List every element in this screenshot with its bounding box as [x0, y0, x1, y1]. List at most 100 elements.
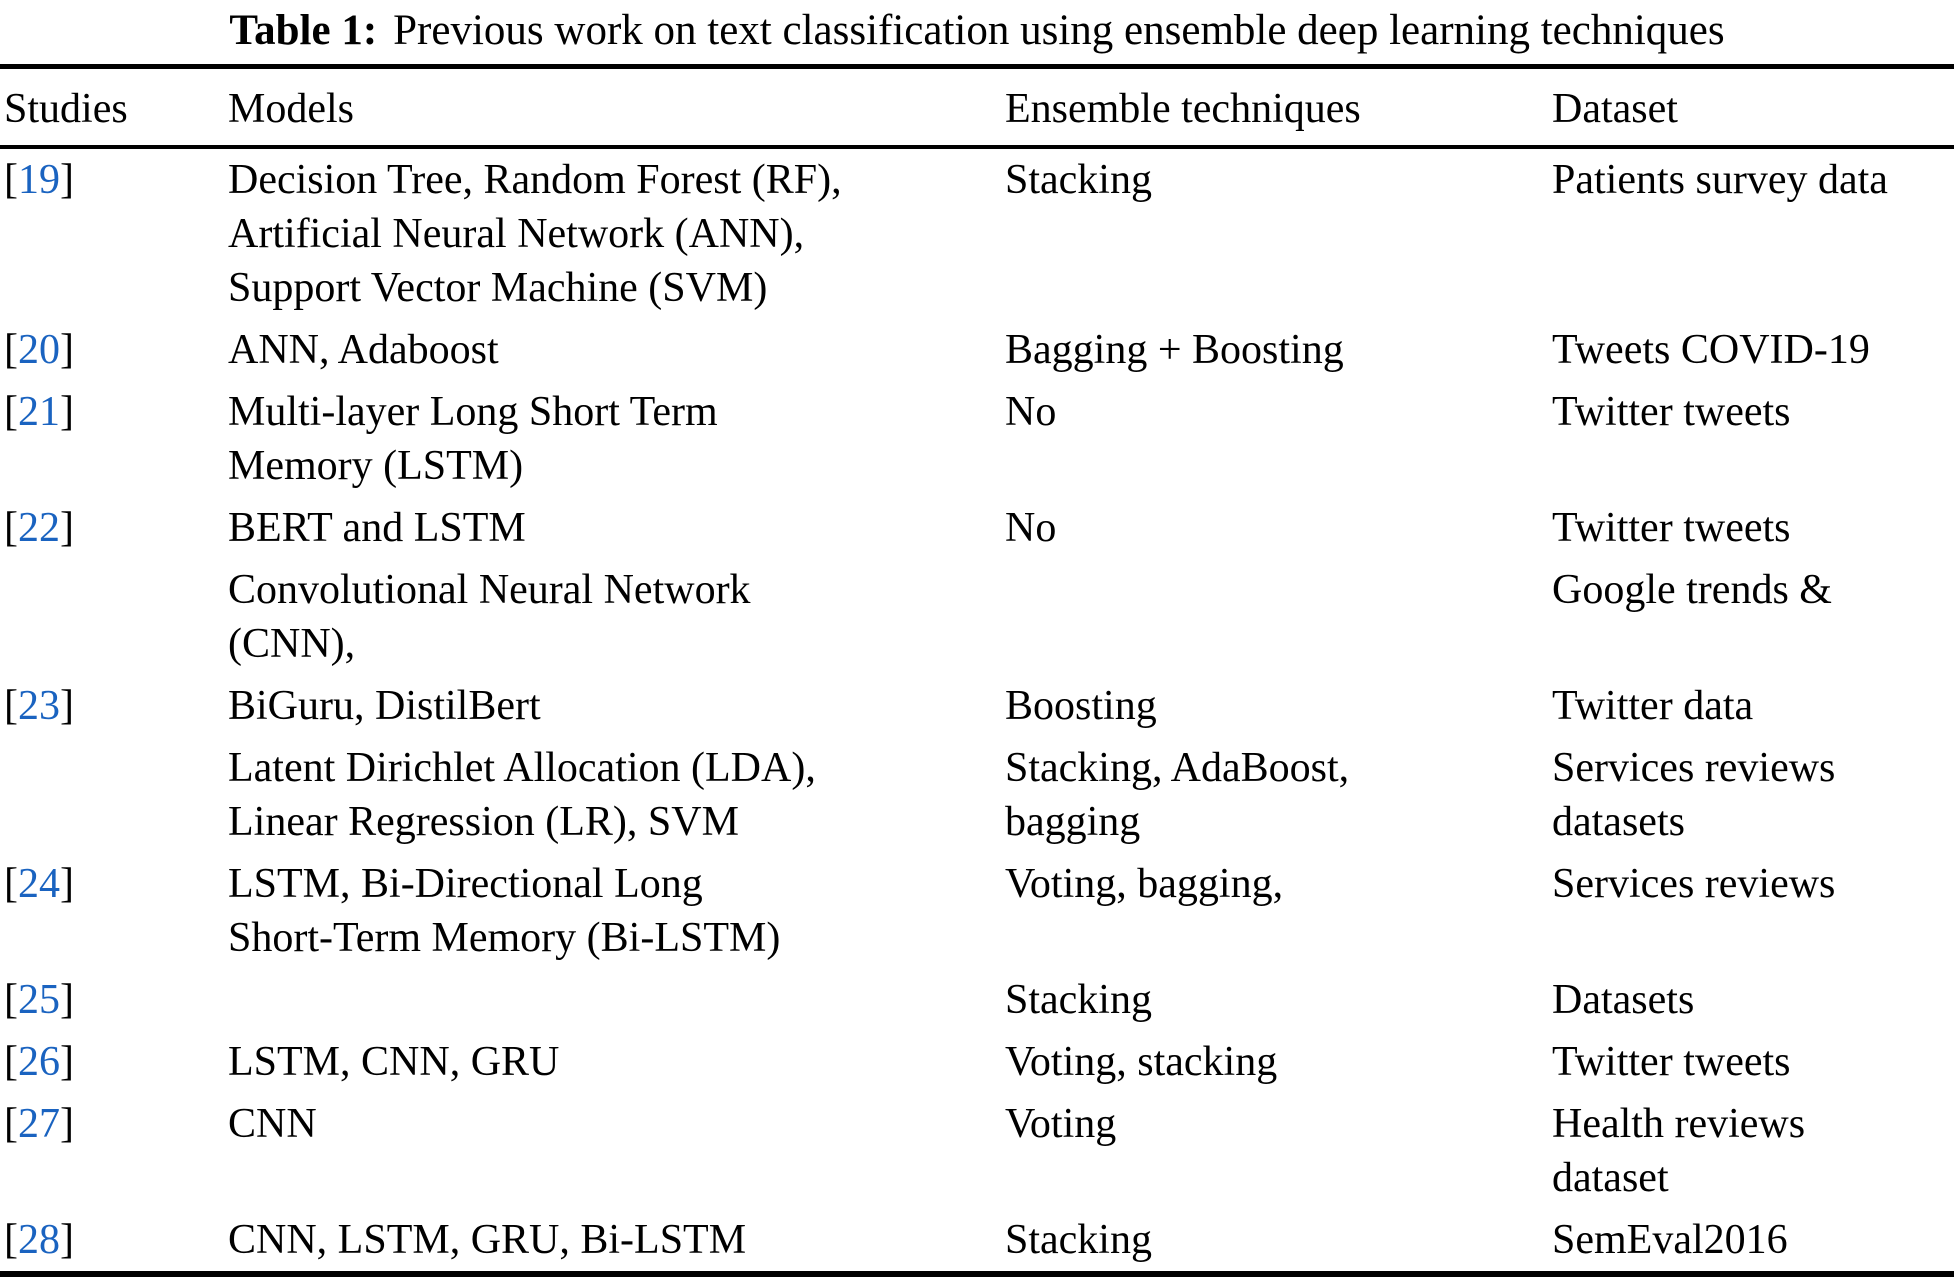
dataset-line: Twitter tweets: [1552, 389, 1791, 435]
ensemble-cell: Stacking, AdaBoost,bagging: [1005, 737, 1552, 853]
models-line: Artificial Neural Network (ANN),: [228, 211, 805, 257]
ensemble-cell: Stacking: [1005, 1209, 1552, 1274]
column-header-dataset: Dataset: [1552, 66, 1954, 149]
dataset-line: SemEval2016: [1552, 1217, 1788, 1263]
models-cell: Decision Tree, Random Forest (RF), Artifi…: [228, 147, 1005, 319]
models-line: ANN, Adaboost: [228, 327, 499, 373]
dataset-line: Services reviews: [1552, 745, 1836, 791]
models-cell: BiGuru, DistilBert: [228, 675, 1005, 737]
ensemble-line: Voting, bagging,: [1005, 861, 1284, 907]
table-caption-label: Table 1:: [229, 7, 378, 54]
citation-link[interactable]: 19: [18, 157, 60, 203]
dataset-line: Datasets: [1552, 977, 1695, 1023]
ensemble-line: bagging: [1005, 799, 1141, 845]
ensemble-line: Bagging + Boosting: [1005, 327, 1344, 373]
ensemble-cell: Bagging + Boosting: [1005, 319, 1552, 381]
ensemble-line: Stacking: [1005, 157, 1152, 203]
column-header-models: Models: [228, 66, 1005, 149]
models-line: Decision Tree, Random Forest (RF),: [228, 157, 842, 203]
models-cell: ANN, Adaboost: [228, 319, 1005, 381]
citation-open-bracket: [: [4, 327, 18, 373]
models-cell: BERT and LSTM: [228, 497, 1005, 559]
citation-link[interactable]: 25: [18, 977, 60, 1023]
ensemble-line: Voting, stacking: [1005, 1039, 1278, 1085]
citation-link[interactable]: 21: [18, 389, 60, 435]
citation-close-bracket: ]: [60, 861, 74, 907]
models-cell: LSTM, CNN, GRU: [228, 1031, 1005, 1093]
study-cell: [0, 559, 228, 675]
citation-close-bracket: ]: [60, 977, 74, 1023]
dataset-line: datasets: [1552, 799, 1685, 845]
citation-open-bracket: [: [4, 157, 18, 203]
citation-link[interactable]: 23: [18, 683, 60, 729]
study-cell: [28]: [0, 1209, 228, 1274]
models-line: LSTM, CNN, GRU: [228, 1039, 560, 1085]
table-caption: Table 1:Previous work on text classifica…: [0, 0, 1954, 64]
citation-close-bracket: ]: [60, 683, 74, 729]
models-line: CNN, LSTM, GRU, Bi-LSTM: [228, 1217, 747, 1263]
citation-link[interactable]: 27: [18, 1101, 60, 1147]
ensemble-cell: Stacking: [1005, 147, 1552, 319]
citation-close-bracket: ]: [60, 1101, 74, 1147]
citation-link[interactable]: 22: [18, 505, 60, 551]
table-body: [19]Decision Tree, Random Forest (RF),Ar…: [0, 147, 1954, 1274]
dataset-cell: Services reviews datasets: [1552, 737, 1954, 853]
study-cell: [19]: [0, 147, 228, 319]
models-line: Latent Dirichlet Allocation (LDA),: [228, 745, 816, 791]
ensemble-cell: Voting: [1005, 1093, 1552, 1209]
ensemble-cell: Boosting: [1005, 675, 1552, 737]
models-line: BERT and LSTM: [228, 505, 526, 551]
citation-open-bracket: [: [4, 977, 18, 1023]
models-cell: CNN, LSTM, GRU, Bi-LSTM: [228, 1209, 1005, 1274]
citation-link[interactable]: 26: [18, 1039, 60, 1085]
ensemble-cell: [1005, 559, 1552, 675]
dataset-line: Services reviews: [1552, 861, 1836, 907]
dataset-cell: Twitter tweets: [1552, 497, 1954, 559]
citation-close-bracket: ]: [60, 1217, 74, 1263]
dataset-line: Patients survey data: [1552, 157, 1888, 203]
study-cell: [0, 737, 228, 853]
models-line: Linear Regression (LR), SVM: [228, 799, 739, 845]
models-line: Support Vector Machine (SVM): [228, 265, 768, 311]
ensemble-cell: Voting, stacking: [1005, 1031, 1552, 1093]
study-cell: [25]: [0, 969, 228, 1031]
citation-close-bracket: ]: [60, 1039, 74, 1085]
dataset-line: dataset: [1552, 1155, 1669, 1201]
citation-open-bracket: [: [4, 683, 18, 729]
dataset-cell: Datasets: [1552, 969, 1954, 1031]
study-cell: [24]: [0, 853, 228, 969]
models-line: LSTM, Bi-Directional Long: [228, 861, 703, 907]
citation-link[interactable]: 20: [18, 327, 60, 373]
models-line: Multi-layer Long Short Term: [228, 389, 718, 435]
citation-close-bracket: ]: [60, 327, 74, 373]
citation-link[interactable]: 24: [18, 861, 60, 907]
dataset-cell: Patients survey data: [1552, 147, 1954, 319]
ensemble-cell: Voting, bagging,: [1005, 853, 1552, 969]
table-row: Convolutional Neural Network(CNN),Google…: [0, 559, 1954, 675]
dataset-line: Twitter tweets: [1552, 505, 1791, 551]
study-cell: [20]: [0, 319, 228, 381]
study-cell: [22]: [0, 497, 228, 559]
citation-link[interactable]: 28: [18, 1217, 60, 1263]
citation-open-bracket: [: [4, 505, 18, 551]
models-cell: CNN: [228, 1093, 1005, 1209]
dataset-line: Twitter data: [1552, 683, 1754, 729]
ensemble-line: Voting: [1005, 1101, 1117, 1147]
column-header-ensemble-techniques: Ensemble techniques: [1005, 66, 1552, 149]
dataset-cell: Tweets COVID-19: [1552, 319, 1954, 381]
ensemble-line: Boosting: [1005, 683, 1157, 729]
table-row: [19]Decision Tree, Random Forest (RF), Ar…: [0, 147, 1954, 319]
